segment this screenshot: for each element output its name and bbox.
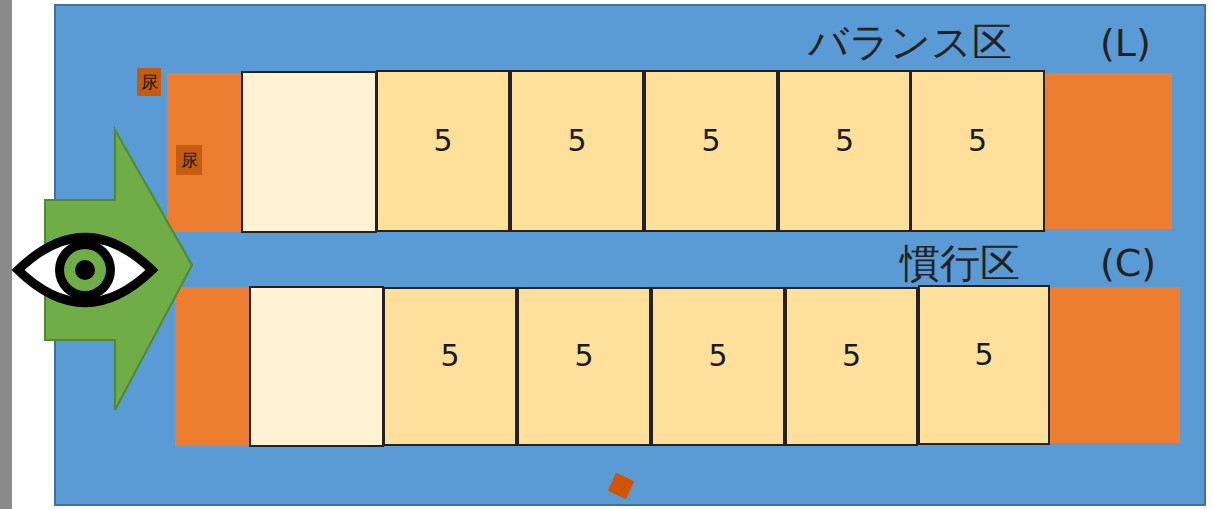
eye-symbol [18, 238, 152, 303]
end-area [1045, 73, 1172, 229]
pen-box: 5 [778, 70, 911, 232]
end-area [167, 73, 243, 232]
pig-count: 5 [574, 339, 593, 372]
urine-label: 尿 [181, 151, 198, 170]
urine-mark: 尿 [137, 68, 161, 96]
pig-count: 5 [842, 339, 861, 372]
pig-count: 5 [567, 124, 586, 157]
marker-diamond [608, 473, 635, 500]
pig-count: 5 [433, 124, 452, 157]
eye-pupil [75, 260, 95, 280]
pen-box: 5 [376, 70, 510, 232]
pen-box: 5 [910, 70, 1045, 232]
pen-box: 5 [644, 70, 778, 232]
pen-box: 5 [383, 287, 517, 446]
pen-box: 5 [510, 70, 644, 232]
eye-iris [64, 249, 106, 291]
pen-box: 5 [517, 287, 651, 446]
pig-count: 5 [708, 339, 727, 372]
barn-floor [55, 5, 1205, 505]
pen-box: 5 [918, 285, 1050, 445]
pen-box: 5 [651, 287, 785, 446]
pig-count: 5 [701, 124, 720, 157]
urine-label: 尿 [141, 73, 158, 92]
area-label: (L) [1100, 24, 1151, 62]
empty-pen [242, 72, 376, 232]
photo-edge [0, 0, 12, 509]
end-area [1050, 287, 1180, 443]
area-label: 慣行区 [900, 243, 1020, 283]
pig-count: 5 [440, 339, 459, 372]
eye-iris [55, 240, 115, 300]
urine-mark: 尿 [176, 145, 202, 175]
pig-count: 5 [968, 124, 987, 157]
area-label: (C) [1100, 244, 1156, 282]
end-area [175, 287, 251, 446]
empty-pen [250, 287, 383, 446]
pen-box: 5 [785, 287, 918, 446]
area-label: バランス区 [808, 22, 1012, 62]
pig-count: 5 [835, 124, 854, 157]
pig-count: 5 [974, 338, 993, 371]
